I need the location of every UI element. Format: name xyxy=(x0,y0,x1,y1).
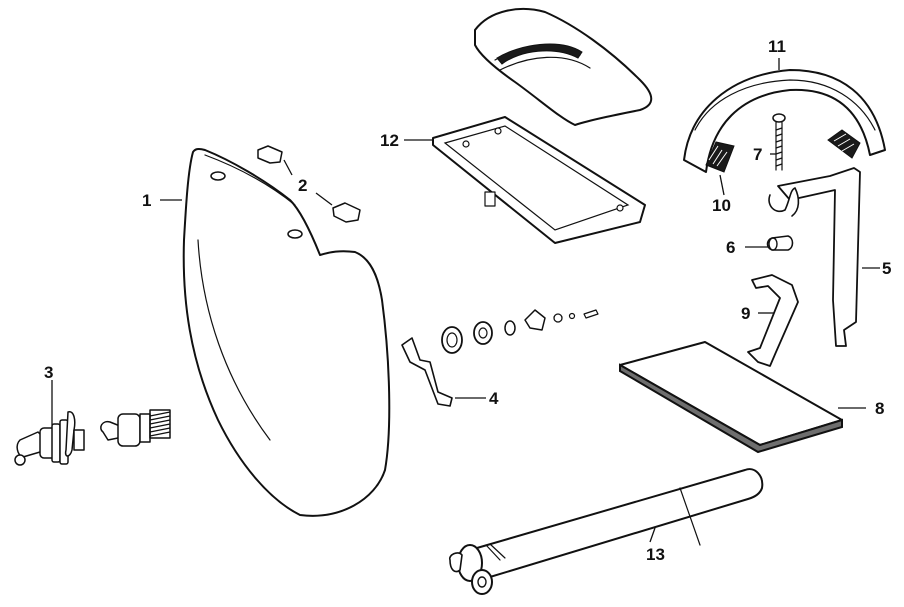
callout-3: 3 xyxy=(44,363,53,382)
callout-labels: 1 2 3 4 5 6 7 8 9 10 11 12 13 xyxy=(44,37,891,564)
callout-7: 7 xyxy=(753,145,762,164)
part-12-tray-with-bag xyxy=(432,8,653,244)
callout-4: 4 xyxy=(489,389,499,408)
part-3-lock-set xyxy=(14,409,171,466)
part-8-mat xyxy=(619,341,843,454)
callout-10: 10 xyxy=(712,196,731,215)
part-6-spacer xyxy=(766,235,794,251)
part-7-bolt xyxy=(772,113,786,171)
leader-lines xyxy=(51,58,880,543)
part-4-latch xyxy=(401,309,599,407)
callout-6: 6 xyxy=(726,238,735,257)
part-13-tyre-pump xyxy=(448,468,764,595)
part-2-clips xyxy=(257,145,361,223)
callout-13: 13 xyxy=(646,545,665,564)
callout-9: 9 xyxy=(741,304,750,323)
callout-8: 8 xyxy=(875,399,884,418)
callout-12: 12 xyxy=(380,131,399,150)
part-10-reflector xyxy=(705,141,735,173)
callout-5: 5 xyxy=(882,259,891,278)
callout-11: 11 xyxy=(768,37,786,56)
part-5-carrier-bracket xyxy=(768,129,861,347)
part-11-fender xyxy=(683,69,886,173)
callout-1: 1 xyxy=(142,191,151,210)
part-1-side-case xyxy=(182,147,391,517)
part-9-support-strut xyxy=(747,274,799,367)
callout-2: 2 xyxy=(298,176,307,195)
